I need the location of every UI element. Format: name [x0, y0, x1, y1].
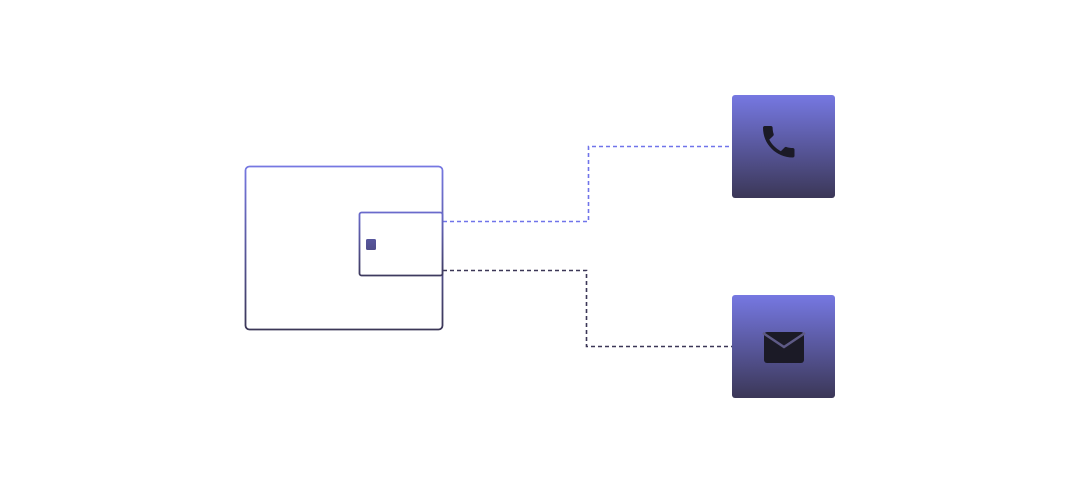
inner-frame [358, 211, 444, 277]
source-device-icon [244, 165, 444, 331]
mail-icon [762, 331, 806, 363]
phone-icon [763, 126, 795, 158]
connector-to-mail [443, 269, 732, 348]
indicator-dot [366, 239, 376, 250]
phone-tile[interactable] [732, 95, 835, 198]
connector-to-phone [443, 145, 732, 223]
mail-tile[interactable] [732, 295, 835, 398]
